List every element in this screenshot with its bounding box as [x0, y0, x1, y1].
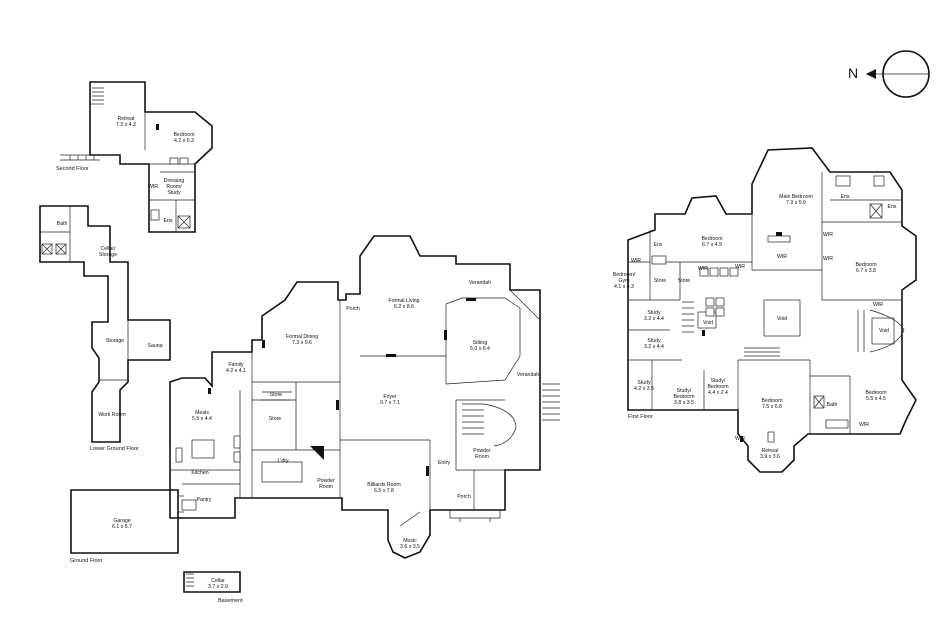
room-label: Powder Room — [473, 448, 491, 460]
room-label: Store — [269, 392, 283, 398]
room-label: Verandah — [468, 280, 492, 286]
room-label: Kitchen — [191, 470, 209, 476]
room-label: Powder Room — [317, 478, 335, 490]
room-label: Verandah — [516, 372, 540, 378]
wir-tag: WIR — [630, 258, 642, 264]
basement-plan — [183, 571, 241, 593]
room-label: Bath — [826, 402, 838, 408]
room-label: Work Room — [98, 412, 126, 418]
room-label: Ens — [163, 218, 173, 224]
room-label: WIR — [147, 184, 159, 190]
wir-tag: WIR — [734, 436, 746, 442]
room-label: Ens — [653, 242, 663, 248]
first-floor-plan — [627, 147, 917, 473]
room-label: Porch — [457, 494, 471, 500]
garage-plan — [70, 489, 184, 554]
room-label: Store — [268, 416, 282, 422]
room-label: Void — [776, 316, 788, 322]
floor-label-lower-ground: Lower Ground Floor — [90, 446, 139, 452]
room-label: Storage — [105, 338, 125, 344]
wir-tag: WIR — [734, 264, 746, 270]
wir-tag: WIR — [858, 422, 870, 428]
room-label: Store — [677, 278, 691, 284]
floor-label-basement: Basement — [218, 598, 243, 604]
floor-label-second: Second Floor — [56, 166, 89, 172]
second-floor-plan — [60, 81, 213, 233]
room-label: Void — [702, 320, 714, 326]
room-label: Ens — [887, 204, 897, 210]
room-label: Sauna — [147, 343, 163, 349]
room-label: Ens — [840, 194, 850, 200]
room-label: WIR — [776, 254, 788, 260]
room-label: Pantry — [196, 497, 212, 503]
wir-tag: WIR — [822, 256, 834, 262]
room-label: Bath — [56, 221, 68, 227]
room-label: Porch — [346, 306, 360, 312]
compass-north-label: N — [848, 65, 859, 81]
lower-ground-floor-plan — [39, 205, 171, 443]
room-label: Entry — [437, 460, 451, 466]
room-label: Store — [653, 278, 667, 284]
room-label: Dressing Room/ Study — [163, 178, 185, 196]
wir-tag: WIR — [822, 232, 834, 238]
compass-arrow-icon — [866, 50, 930, 98]
room-label: Void — [878, 328, 890, 334]
room-label: Cellar/ Storage — [98, 246, 118, 258]
room-label: L'dry — [277, 458, 289, 464]
floor-label-first: First Floor — [628, 414, 653, 420]
floor-label-ground: Ground Floor — [70, 558, 103, 564]
wir-tag: WIR — [697, 266, 709, 272]
wir-tag: WIR — [872, 302, 884, 308]
ground-floor-plan — [169, 235, 560, 559]
